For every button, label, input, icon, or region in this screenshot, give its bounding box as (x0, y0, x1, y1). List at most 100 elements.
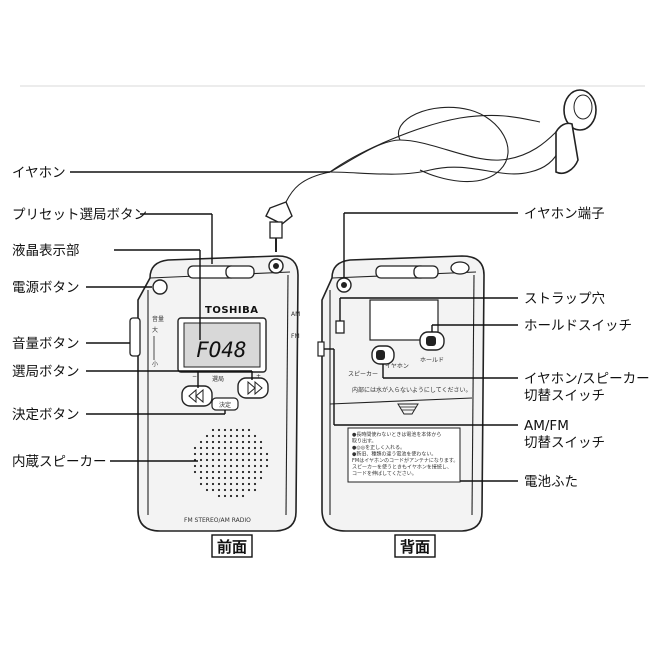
svg-text:FM: FM (291, 333, 300, 340)
grille-hole (235, 482, 239, 486)
grille-hole (247, 452, 251, 456)
grille-hole (259, 464, 263, 468)
grille-hole (211, 434, 215, 438)
speaker-grille (193, 428, 269, 498)
grille-hole (259, 470, 263, 474)
battery-note-line: ●新旧、種類の違う電池を使わない。 (352, 451, 436, 458)
grille-hole (229, 476, 233, 480)
grille-hole (247, 482, 251, 486)
grille-hole (223, 470, 227, 474)
grille-hole (199, 440, 203, 444)
grille-hole (259, 440, 263, 444)
enter-label: 決定 (219, 401, 231, 409)
grille-hole (229, 452, 233, 456)
grille-hole (235, 446, 239, 450)
grille-hole (235, 488, 239, 492)
grille-hole (217, 458, 221, 462)
label-volume-button: 音量ボタン (12, 335, 80, 352)
grille-hole (253, 482, 257, 486)
grille-hole (217, 482, 221, 486)
grille-hole (217, 446, 221, 450)
label-power-button: 電源ボタン (12, 280, 80, 296)
grille-hole (211, 428, 215, 432)
grille-hole (241, 464, 245, 468)
grille-hole (253, 458, 257, 462)
grille-hole (205, 464, 209, 468)
grille-hole (193, 464, 197, 468)
grille-hole (217, 494, 221, 498)
label-earphone-speaker-switch-2: 切替スイッチ (524, 388, 605, 404)
grille-hole (223, 476, 227, 480)
grille-hole (229, 464, 233, 468)
grille-hole (193, 470, 197, 474)
label-lcd: 液晶表示部 (12, 243, 80, 259)
grille-hole (235, 494, 239, 498)
battery-notes: ●長時間使わないときは電池を本体から取り出す。●◎◎を正しく入れる。●新旧、種類… (352, 431, 458, 477)
grille-hole (265, 452, 269, 456)
grille-hole (205, 440, 209, 444)
grille-hole (229, 434, 233, 438)
grille-hole (205, 482, 209, 486)
grille-hole (211, 470, 215, 474)
grille-hole (235, 464, 239, 468)
grille-hole (217, 470, 221, 474)
grille-hole (247, 464, 251, 468)
grille-hole (253, 488, 257, 492)
grille-hole (247, 434, 251, 438)
grille-hole (217, 440, 221, 444)
battery-note-line: コードを伸ばしてください。 (352, 470, 417, 477)
label-earphone-jack: イヤホン端子 (524, 206, 605, 222)
caption-front: 前面 (217, 538, 247, 556)
grille-hole (211, 482, 215, 486)
grille-hole (217, 434, 221, 438)
battery-label (347, 427, 461, 483)
grille-hole (241, 452, 245, 456)
grille-hole (205, 488, 209, 492)
grille-hole (199, 482, 203, 486)
grille-hole (241, 470, 245, 474)
grille-hole (229, 488, 233, 492)
grille-hole (241, 494, 245, 498)
grille-hole (199, 446, 203, 450)
grille-hole (253, 446, 257, 450)
radio-front: TOSHIBA FO48 選局 − + 決定 音量 大 小 AM FM FM S… (129, 255, 300, 532)
grille-hole (265, 464, 269, 468)
grille-hole (193, 452, 197, 456)
grille-hole (223, 494, 227, 498)
battery-note-line: 取り出す。 (352, 438, 377, 445)
grille-hole (229, 482, 233, 486)
lcd-display (183, 322, 261, 368)
grille-hole (199, 458, 203, 462)
tuning-label: 選局 (212, 375, 224, 383)
grille-hole (253, 464, 257, 468)
grille-hole (259, 446, 263, 450)
grille-hole (235, 434, 239, 438)
grille-hole (199, 476, 203, 480)
grille-hole (229, 428, 233, 432)
grille-hole (235, 452, 239, 456)
grille-hole (211, 446, 215, 450)
grille-hole (223, 482, 227, 486)
grille-hole (223, 458, 227, 462)
svg-text:スピーカー: スピーカー (348, 371, 378, 378)
battery-note-line: FMはイヤホンのコードがアンテナになります。 (352, 457, 458, 464)
svg-text:小: 小 (152, 360, 158, 368)
svg-text:+: + (256, 373, 261, 380)
label-amfm-switch-1: AM/FM (524, 418, 569, 434)
brand-logo: TOSHIBA (205, 305, 258, 316)
label-amfm-switch-2: 切替スイッチ (524, 435, 605, 451)
radio-back: ホールド スピーカー イヤホン 内部には水が入らないようにしてください。 ●長時… (317, 255, 485, 532)
label-earphone-speaker-switch-1: イヤホン/スピーカー (524, 371, 650, 387)
grille-hole (235, 440, 239, 444)
label-hold-switch: ホールドスイッチ (524, 318, 632, 334)
grille-hole (223, 464, 227, 468)
svg-text:ホールド: ホールド (420, 357, 444, 364)
svg-text:AM: AM (291, 311, 300, 318)
grille-hole (235, 476, 239, 480)
svg-text:音量: 音量 (152, 315, 164, 323)
grille-hole (217, 464, 221, 468)
grille-hole (205, 452, 209, 456)
grille-hole (247, 446, 251, 450)
grille-hole (241, 458, 245, 462)
